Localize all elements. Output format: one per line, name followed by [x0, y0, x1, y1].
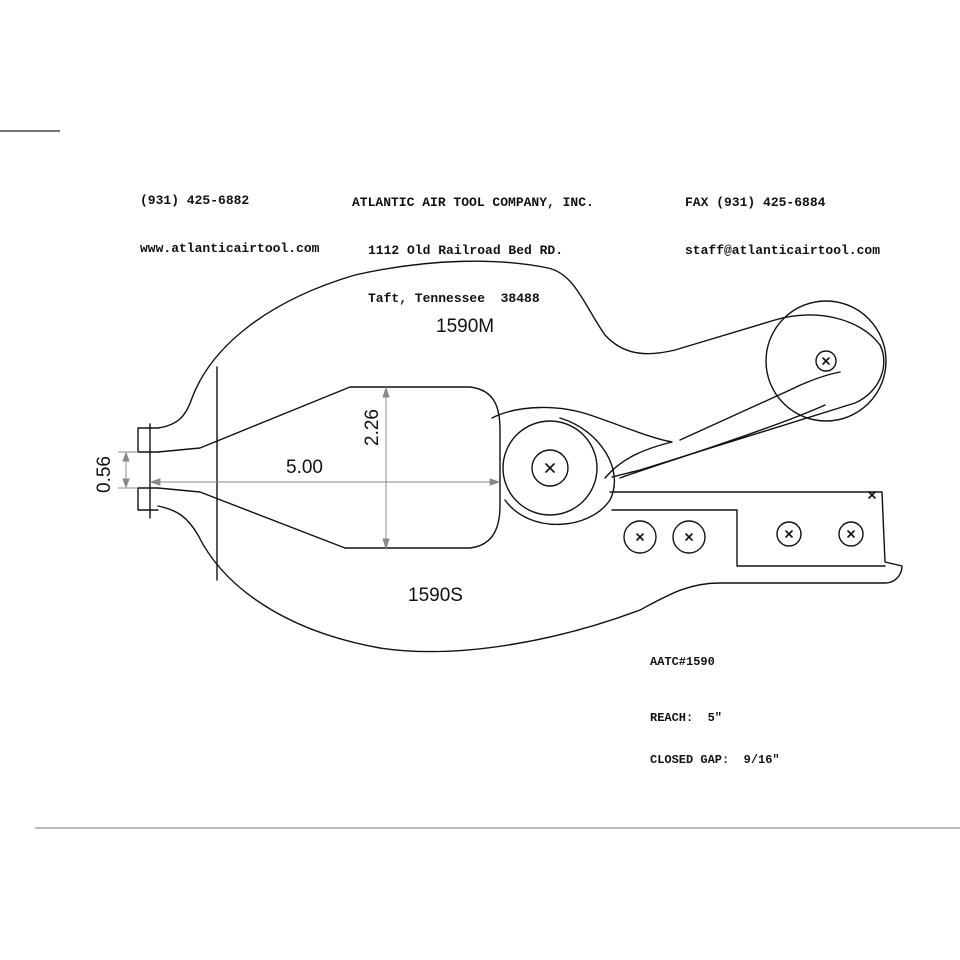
roller-link-lower [619, 404, 826, 479]
header-center: ATLANTIC AIR TOOL COMPANY, INC. 1112 Old… [352, 163, 594, 339]
hole-4-x-mark [847, 530, 855, 538]
spec-block: REACH: 5" CLOSED GAP: 9/16" [650, 683, 780, 795]
gap-dimension-value: 0.56 [94, 456, 115, 493]
jaw-opening [157, 386, 501, 549]
lower-part-label: 1590S [408, 585, 463, 606]
spec-closed-gap: CLOSED GAP: 9/16" [650, 753, 780, 767]
linkage-arm [491, 406, 673, 479]
fax-number: FAX (931) 425-6884 [685, 195, 826, 210]
upper-part-label: 1590M [436, 316, 494, 337]
roller-x-mark [822, 357, 830, 365]
depth-arrow-top [382, 386, 390, 398]
lower-tab [137, 487, 159, 511]
company-name: ATLANTIC AIR TOOL COMPANY, INC. [352, 195, 594, 210]
spec-model: AATC#1590 [650, 655, 715, 669]
mount-hole-3 [776, 521, 802, 547]
phone-number: (931) 425-6882 [140, 193, 250, 208]
header-right: FAX (931) 425-6884 staff@atlanticairtool… [685, 163, 880, 291]
corner-x-mark [868, 491, 876, 499]
lower-yoke-outline [157, 491, 903, 653]
depth-arrow-bottom [382, 538, 390, 550]
main-pivot-x-mark [545, 463, 555, 473]
website: www.atlanticairtool.com [140, 241, 320, 256]
mount-hole-1 [623, 520, 657, 554]
spec-reach: REACH: 5" [650, 711, 723, 725]
roller-pin [815, 350, 837, 372]
reach-arrow-left [149, 478, 161, 486]
gap-arrow-bottom [122, 478, 130, 489]
city-address: Taft, Tennessee 38488 [368, 291, 540, 306]
mount-hole-2 [672, 520, 706, 554]
roller-link-upper [679, 371, 841, 441]
lower-step-edge [611, 509, 886, 567]
hole-3-x-mark [785, 530, 793, 538]
gap-arrow-top [122, 451, 130, 462]
roller-outer [765, 300, 887, 422]
reach-arrow-right [489, 478, 501, 486]
main-pivot-outer [502, 420, 598, 516]
upper-tab [137, 427, 159, 453]
hole-2-x-mark [685, 533, 693, 541]
street-address: 1112 Old Railroad Bed RD. [368, 243, 564, 258]
email-address: staff@atlanticairtool.com [685, 243, 881, 258]
reach-dimension-value: 5.00 [286, 457, 323, 478]
hole-1-x-mark [636, 533, 644, 541]
upper-yoke-outline [157, 260, 885, 478]
main-pivot-inner [531, 449, 569, 487]
header-left: (931) 425-6882 www.atlanticairtool.com [140, 161, 319, 289]
mount-hole-4 [838, 521, 864, 547]
depth-dimension-value: 2.26 [362, 409, 383, 446]
pivot-lobe [504, 417, 615, 526]
